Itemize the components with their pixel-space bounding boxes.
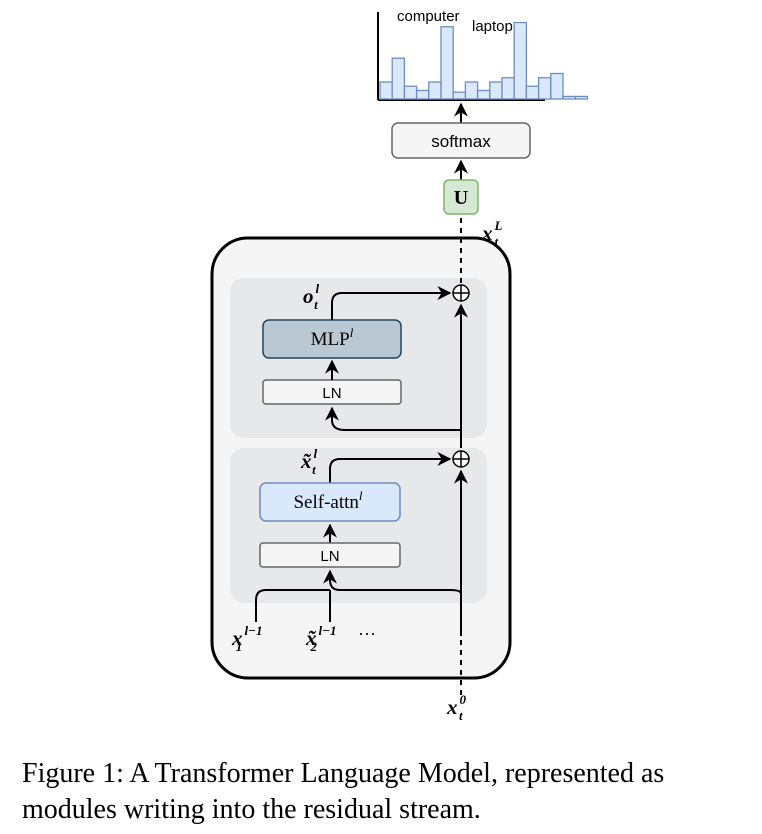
unembed-box: U	[443, 179, 479, 215]
arrow-residual-to-ln-bottom	[323, 569, 462, 600]
bar-14	[550, 72, 564, 100]
bar-5	[440, 26, 454, 100]
mlp-label: MLPl	[311, 325, 354, 350]
mlp-box: MLPl	[262, 319, 402, 359]
bar-4	[428, 81, 442, 100]
ln-top-label: LN	[322, 385, 341, 402]
softmax-label: softmax	[431, 132, 491, 151]
bar-10	[501, 77, 515, 100]
bar-0	[379, 81, 393, 100]
logit-bar-chart: computer laptop	[377, 8, 589, 101]
arrow-mlp-to-plus	[331, 286, 452, 320]
figure-caption: Figure 1: A Transformer Language Model, …	[22, 758, 665, 825]
arrow-residual-to-ln-top	[325, 406, 462, 438]
unembed-label: U	[454, 187, 468, 209]
bar-8	[476, 89, 491, 100]
bar-1	[391, 57, 406, 100]
word-label-laptop: laptop	[472, 18, 513, 35]
bar-7	[464, 81, 479, 100]
softmax-box: softmax	[391, 122, 531, 159]
ln-top-box: LN	[262, 379, 402, 405]
ln-bottom-label: LN	[320, 548, 339, 565]
bar-15	[562, 95, 576, 100]
bar-3	[415, 89, 430, 100]
ln-bottom-box: LN	[259, 542, 401, 568]
arrow-attn-to-plus	[329, 452, 452, 483]
attn-sub-block	[230, 448, 487, 603]
bar-9	[489, 81, 503, 100]
ellipsis: ···	[358, 624, 376, 644]
bar-6	[452, 91, 467, 100]
self-attn-label: Self-attnl	[293, 488, 362, 513]
plus-node-top	[452, 284, 470, 302]
self-attn-box: Self-attnl	[259, 482, 401, 522]
plus-node-bottom	[452, 450, 470, 468]
chart-bars	[379, 21, 589, 100]
bar-11	[513, 21, 528, 100]
bar-13	[537, 77, 552, 100]
bar-16	[574, 95, 589, 100]
word-label-computer: computer	[397, 8, 460, 25]
arrow-x1-to-ln	[255, 589, 330, 622]
bar-12	[525, 85, 540, 100]
bar-2	[403, 85, 418, 100]
